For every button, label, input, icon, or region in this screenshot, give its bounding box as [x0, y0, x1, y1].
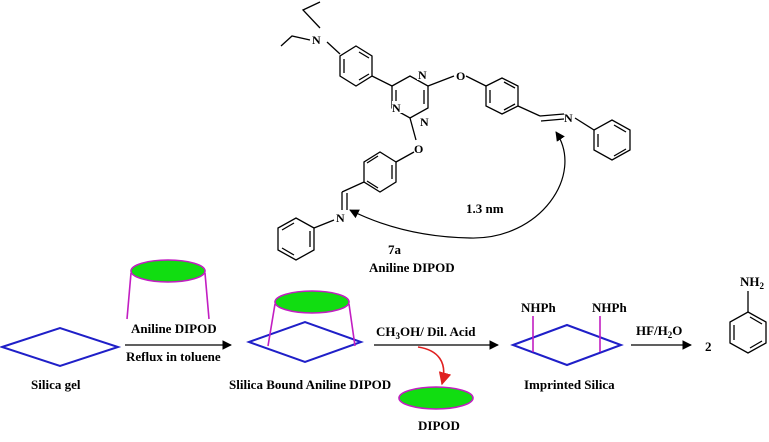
dipod-disk-released: [398, 386, 474, 410]
aniline-product: 2 NH2: [705, 274, 767, 354]
dipod-disk-reagent: [130, 259, 206, 283]
distance-arrow: [349, 131, 566, 239]
left-arm: O N: [277, 142, 423, 261]
compound-name: Aniline DIPOD: [369, 260, 455, 275]
triazine-ring: N N N: [391, 68, 455, 141]
aniline-ring: [729, 311, 767, 354]
top-phenyl-ring: [339, 45, 393, 87]
triazine-nitrogen-bottom: N: [420, 115, 429, 129]
imprinted-label: Imprinted Silica: [524, 377, 615, 392]
diethylamino-group: N: [280, 1, 341, 55]
silica-gel: Silica gel: [0, 326, 122, 392]
ether-oxygen-bottom: O: [414, 142, 423, 156]
dipod-molecule: N N N N O: [277, 1, 631, 275]
dipod-label: DIPOD: [418, 418, 460, 433]
silica-bound-rhombus: [246, 320, 364, 364]
dipod-disk-bound: [274, 290, 350, 314]
nhph-right: NHPh: [592, 300, 627, 315]
imprinted-silica: NHPh NHPh Imprinted Silica: [510, 300, 627, 392]
release-arrow: [417, 346, 452, 386]
amine-nitrogen: N: [312, 33, 321, 47]
step-1-condition: Reflux in toluene: [126, 349, 221, 364]
silica-rhombus: [0, 326, 122, 368]
imprinted-rhombus: [510, 323, 624, 367]
step-2-reagent: CH3OH/ Dil. Acid: [376, 324, 476, 341]
step-2: CH3OH/ Dil. Acid DIPOD: [374, 324, 499, 433]
amine-group: NH2: [740, 274, 765, 291]
ether-oxygen-right: O: [456, 69, 465, 83]
step-1: Aniline DIPOD Reflux in toluene: [125, 259, 232, 364]
distance-label: 1.3 nm: [466, 201, 504, 216]
nhph-left: NHPh: [521, 300, 556, 315]
triazine-nitrogen-left: N: [392, 101, 401, 115]
silica-bound-dipod: Slilica Bound Aniline DIPOD: [229, 290, 391, 392]
imine-nitrogen-right: N: [564, 111, 573, 125]
silica-bound-label: Slilica Bound Aniline DIPOD: [229, 377, 391, 392]
imine-nitrogen-left: N: [336, 211, 345, 225]
right-arm: O N: [456, 69, 631, 161]
step-3-reagent: HF/H2O: [636, 323, 682, 340]
silica-gel-label: Silica gel: [31, 377, 81, 392]
step-3: HF/H2O: [631, 323, 692, 350]
compound-number: 7a: [388, 242, 402, 257]
step-1-reagent: Aniline DIPOD: [131, 321, 217, 336]
stoichiometric-coefficient: 2: [705, 339, 712, 354]
triazine-nitrogen-top: N: [418, 68, 427, 82]
